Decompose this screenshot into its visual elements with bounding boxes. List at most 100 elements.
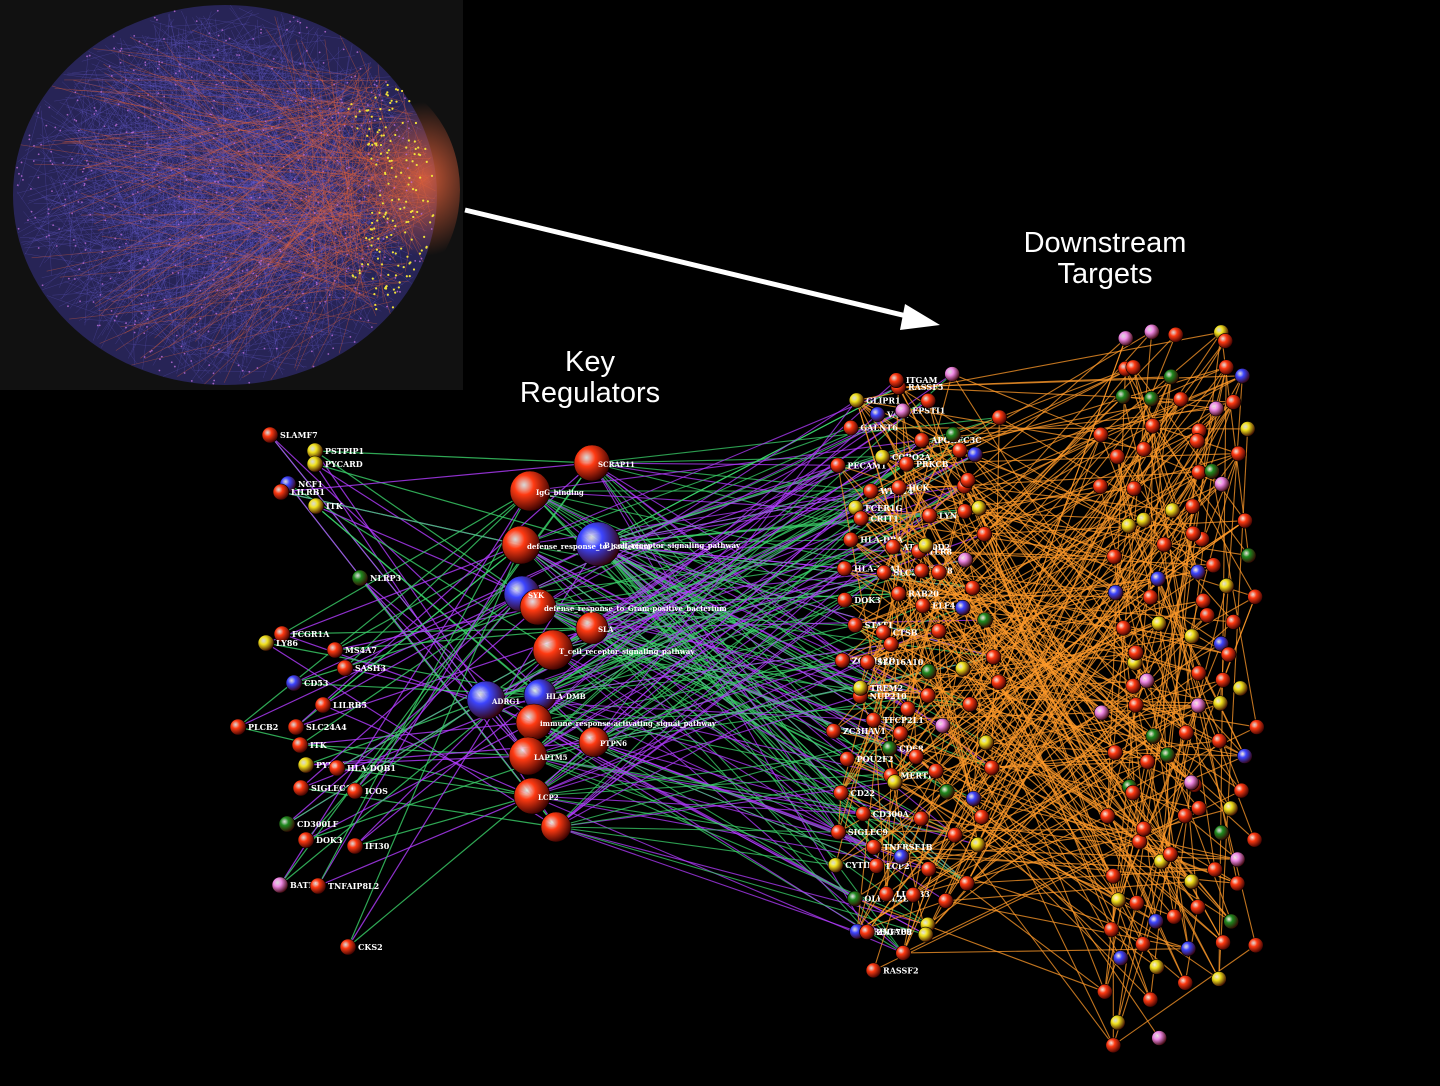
target-189-node xyxy=(1214,476,1230,492)
target-57-node xyxy=(944,366,960,382)
target-10-label: ZC3HAV1 xyxy=(843,726,886,736)
target-45-node xyxy=(914,597,931,614)
target-7-node xyxy=(847,617,863,633)
target-20-node xyxy=(862,483,879,499)
target-41-node xyxy=(891,479,907,496)
left-gene-22-node xyxy=(346,837,364,855)
target-131-node xyxy=(1145,728,1162,744)
target-112-node xyxy=(1103,921,1120,938)
target-95-node xyxy=(1115,388,1131,405)
target-199-node xyxy=(1222,800,1239,817)
target-71-node xyxy=(939,783,955,800)
target-174-node xyxy=(1215,672,1231,688)
target-201-node xyxy=(1229,851,1246,868)
target-102-node xyxy=(1115,620,1132,636)
left-gene-15-node xyxy=(291,736,309,754)
target-147-node xyxy=(1164,502,1181,519)
left-gene-9-label: MS4A7 xyxy=(345,645,377,655)
target-167-node xyxy=(1204,463,1220,480)
regulator-13-node xyxy=(513,777,551,815)
regulator-label-5: defense_response_to_Gram-positive_bacter… xyxy=(544,604,727,613)
target-32-label: TNFRSF1B xyxy=(883,842,933,852)
target-183-node xyxy=(1211,971,1227,987)
regulator-label-2: defense_response_to_bacterium xyxy=(527,542,652,551)
target-4-label: HLA-DRA xyxy=(860,535,903,545)
regulator-label-6: SLA xyxy=(598,625,614,634)
target-23-node xyxy=(876,564,892,581)
target-27-node xyxy=(852,680,869,696)
target-51-node xyxy=(886,774,903,791)
target-173-node xyxy=(1213,635,1229,652)
target-14-node xyxy=(827,857,844,873)
target-123-node xyxy=(1135,512,1152,528)
target-152-node xyxy=(1190,665,1207,681)
left-gene-2-node xyxy=(306,455,324,473)
target-97-node xyxy=(1109,448,1126,465)
downstream-target-nodes: GLIPR1GALNT6PECAM1FCER1GHLA-DRAHLA-DPA1D… xyxy=(825,323,1265,1054)
left-gene-11-node xyxy=(285,674,303,692)
target-154-node xyxy=(1178,724,1194,741)
left-gene-16-node xyxy=(297,756,315,774)
left-gene-12-node xyxy=(314,696,332,714)
target-10-node xyxy=(825,723,842,739)
target-34-node xyxy=(878,886,895,902)
target-4-node xyxy=(842,531,859,548)
target-166-node xyxy=(1189,433,1205,449)
target-41-label: HCK xyxy=(908,482,930,492)
target-48-node xyxy=(900,701,916,717)
left-gene-7-node xyxy=(273,625,291,643)
target-42-label: LYN xyxy=(939,511,957,521)
target-164-node xyxy=(1218,359,1235,375)
target-170-node xyxy=(1205,557,1222,574)
target-52-node xyxy=(913,810,929,827)
target-121-node xyxy=(1135,441,1152,457)
target-101-node xyxy=(1107,584,1124,601)
target-24-label: RAB20 xyxy=(908,589,939,599)
target-70-node xyxy=(928,763,944,779)
target-2-node xyxy=(830,457,846,474)
left-gene-19-label: ICOS xyxy=(365,786,388,796)
target-69-node xyxy=(934,717,951,734)
target-179-node xyxy=(1213,824,1230,841)
target-27-label: TREM2 xyxy=(870,683,903,693)
target-40-label: PRKCB xyxy=(916,459,949,469)
left-gene-7-label: FCGR1A xyxy=(292,629,330,639)
regulator-label-7: T_cell_receptor_signaling_pathway xyxy=(559,647,695,656)
left-gene-10-node xyxy=(336,659,354,677)
target-115-node xyxy=(1109,1014,1126,1031)
target-96-node xyxy=(1092,426,1109,443)
target-68-node xyxy=(920,687,936,704)
target-74-node xyxy=(937,893,954,909)
target-7-label: STAT1 xyxy=(865,620,894,630)
target-45-label: ELF4 xyxy=(932,601,955,611)
target-67-node xyxy=(954,660,971,677)
target-98-node xyxy=(1092,478,1109,495)
downstream-targets-label-line-2: Targets xyxy=(1057,258,1153,290)
target-72-node xyxy=(947,827,963,843)
target-129-node xyxy=(1139,672,1155,689)
target-184-node xyxy=(1217,333,1234,349)
regulator-3-node xyxy=(575,521,621,567)
target-196-node xyxy=(1248,719,1265,735)
target-44-node xyxy=(913,562,930,579)
target-23-label: SLC2A5 xyxy=(894,568,929,578)
target-108-node xyxy=(1099,808,1116,824)
target-14-label: CYTIP2 xyxy=(845,860,878,870)
target-28-node xyxy=(865,712,882,728)
target-155-node xyxy=(1159,747,1176,763)
target-162-node xyxy=(1177,975,1194,991)
left-gene-21-label: DOK3 xyxy=(316,835,343,845)
regulator-1-node xyxy=(509,470,551,512)
target-198-node xyxy=(1233,782,1250,799)
target-122-node xyxy=(1126,480,1142,497)
target-38-node xyxy=(894,402,911,419)
target-141-node xyxy=(1151,1030,1168,1046)
left-gene-15-label: ITK xyxy=(310,740,328,750)
target-26-node xyxy=(859,654,876,671)
target-19-node xyxy=(874,449,891,465)
left-gene-17-label: HLA-DQB1 xyxy=(347,763,396,773)
target-12-label: CD22 xyxy=(850,788,874,798)
target-160-node xyxy=(1166,908,1182,925)
target-50-node xyxy=(908,748,924,765)
